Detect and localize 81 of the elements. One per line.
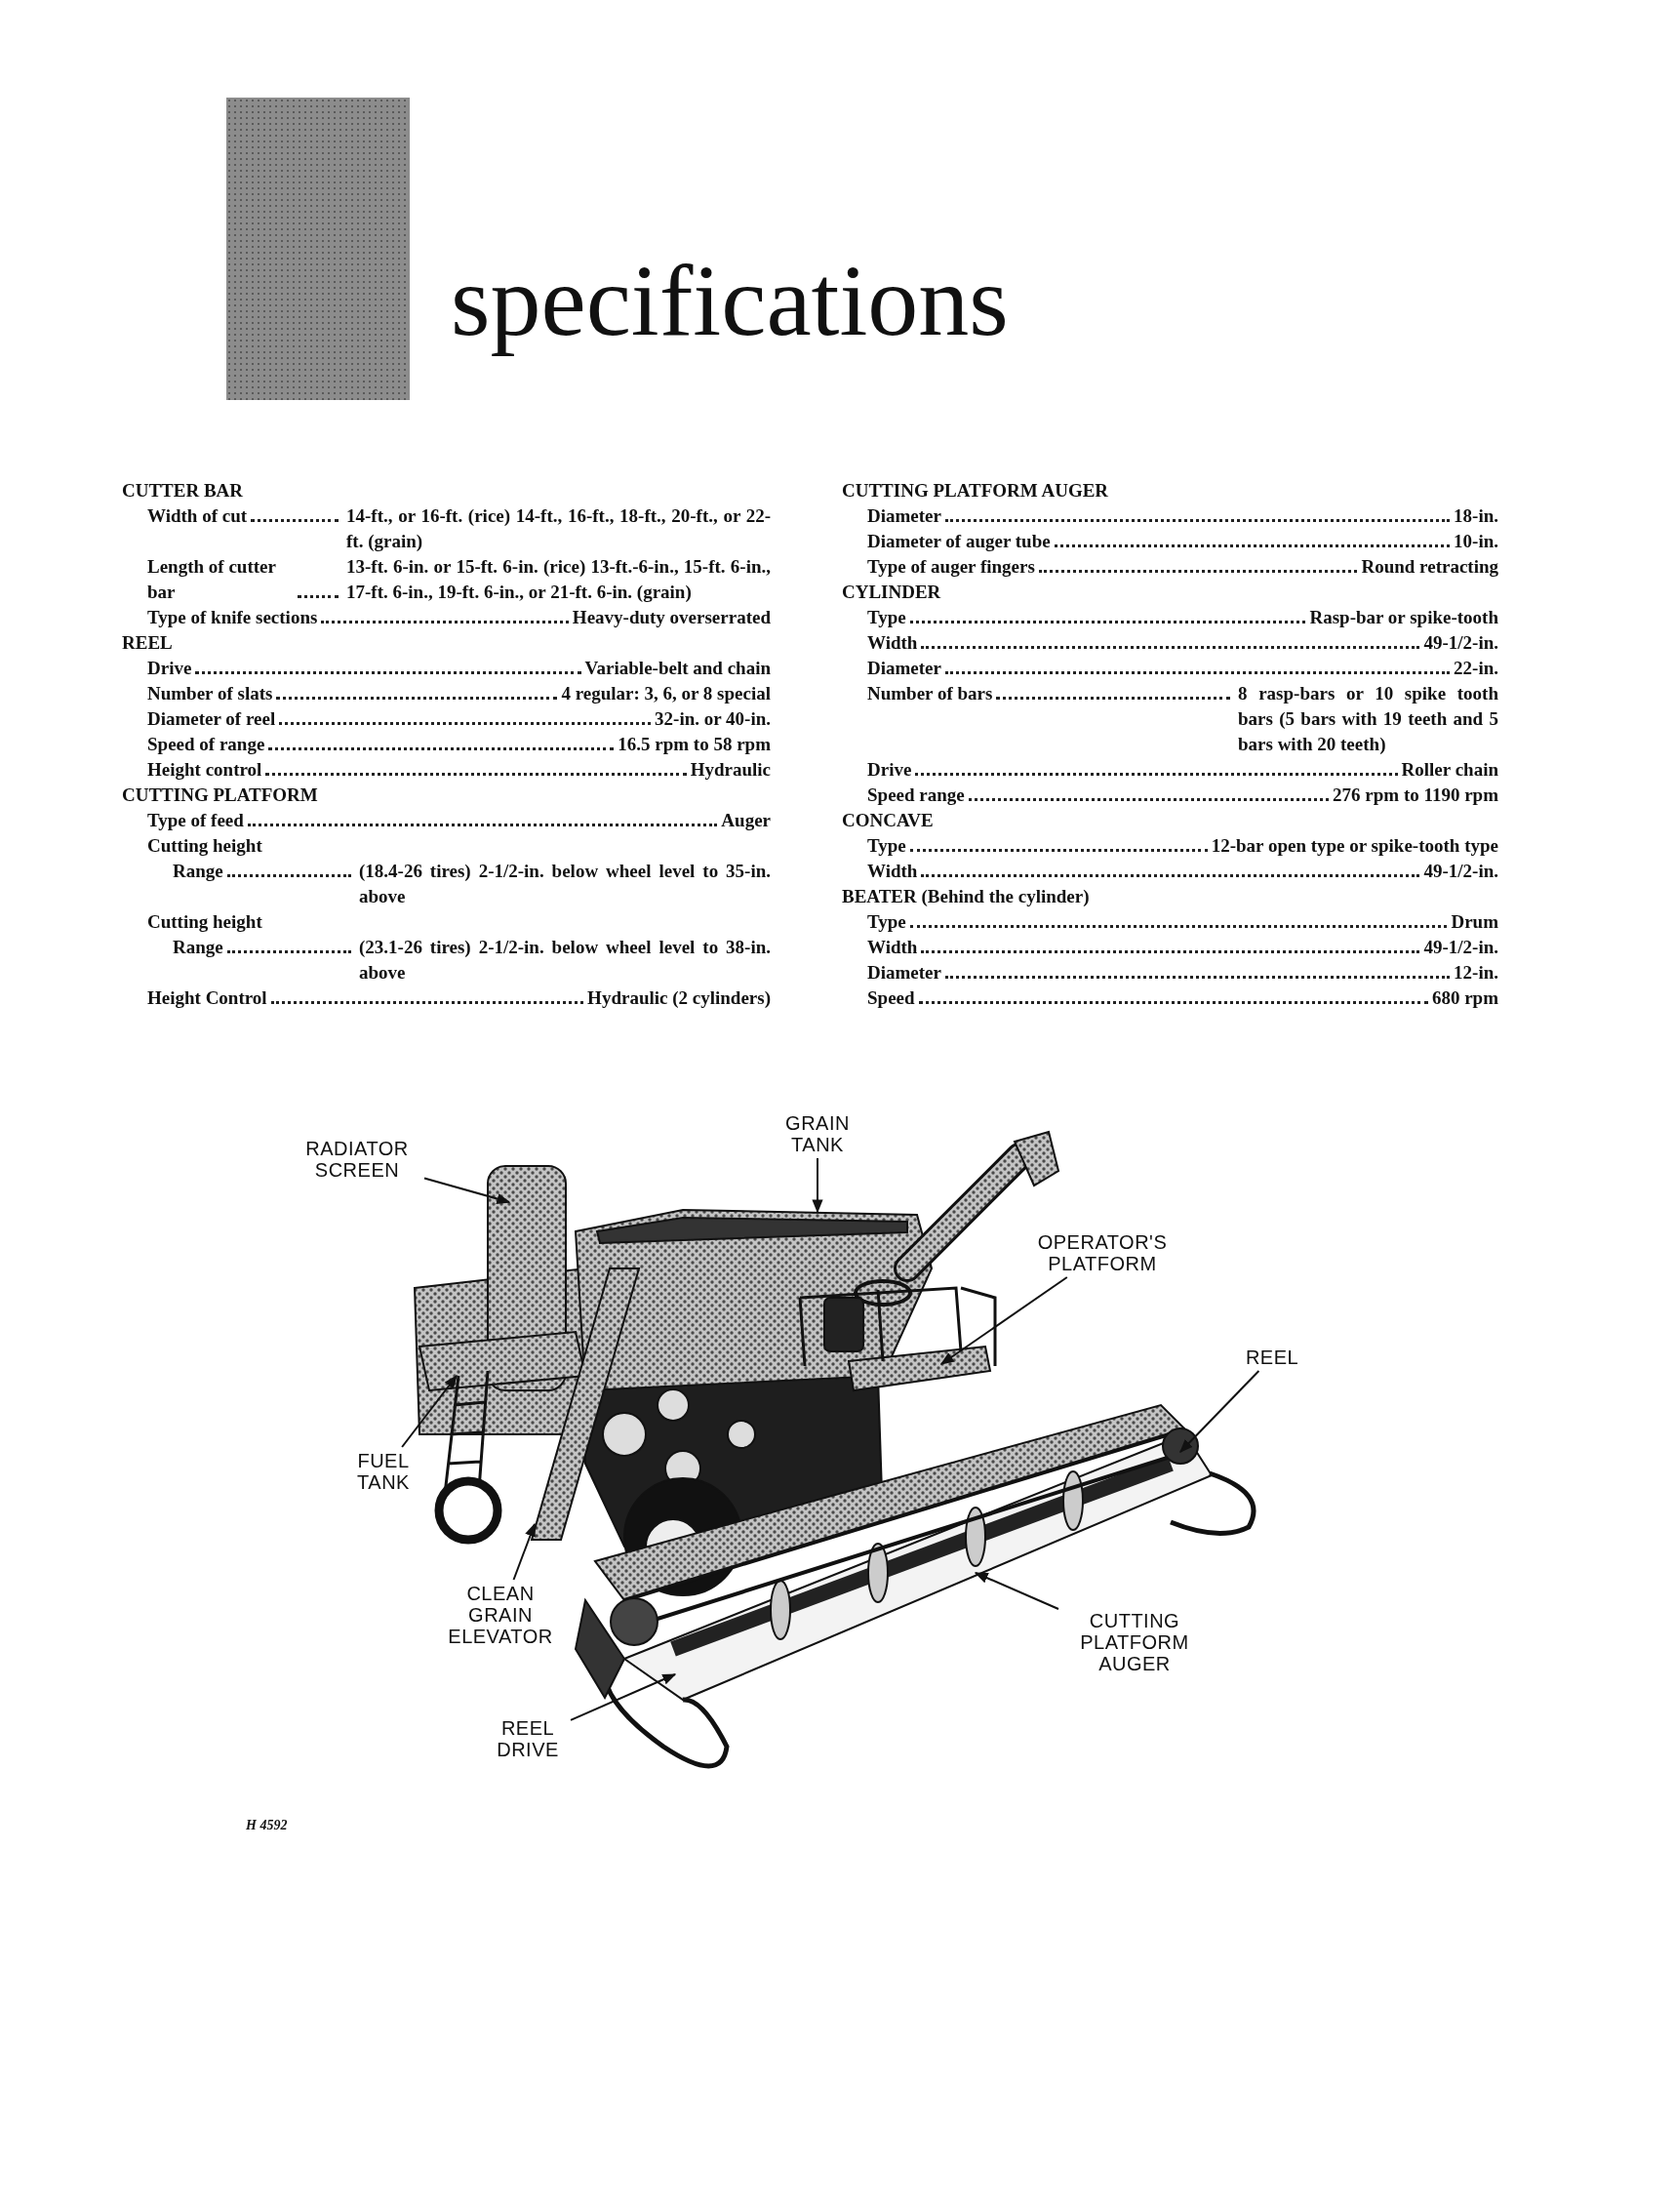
spec-label: Drive <box>867 758 912 782</box>
spec-label: Height control <box>147 758 262 782</box>
spec-heading: CONCAVE <box>842 810 934 830</box>
page-title: specifications <box>451 243 1009 358</box>
spec-label: Type <box>867 910 906 934</box>
spec-label: Type <box>867 606 906 629</box>
spec-value: 22-in. <box>1454 657 1498 680</box>
spec-value: (18.4-26 tires) 2-1/2-in. below wheel level to 35-in. above <box>358 860 771 908</box>
leader-line <box>570 1673 677 1721</box>
spec-label: Width <box>867 631 918 655</box>
spec-label: Diameter of auger tube <box>867 530 1051 553</box>
spec-value: (23.1-26 tires) 2-1/2-in. below wheel level to 38-in. above <box>358 936 771 985</box>
callout-label: RADIATOR SCREEN <box>293 1138 421 1181</box>
callout-label: REEL <box>1237 1347 1307 1368</box>
callout-label: GRAIN TANK <box>776 1112 859 1155</box>
spec-value: 32-in. or 40-in. <box>655 707 771 731</box>
spec-heading: REEL <box>122 632 173 653</box>
spec-heading: CUTTING PLATFORM AUGER <box>842 480 1109 501</box>
spec-value: 12-in. <box>1454 961 1498 985</box>
leader-line <box>939 1276 1068 1365</box>
spec-label: Number of bars <box>867 682 993 705</box>
spec-label: Number of slats <box>147 682 273 705</box>
spec-value: 49-1/2-in. <box>1423 631 1498 655</box>
spec-value: Rasp-bar or spike-tooth <box>1309 606 1498 629</box>
spec-label: Cutting height <box>147 911 262 932</box>
spec-value: Roller chain <box>1401 758 1498 782</box>
spec-label: Drive <box>147 657 192 680</box>
spec-label: Width <box>867 936 918 959</box>
leader-line <box>812 1157 823 1214</box>
spec-label: Type of feed <box>147 809 244 832</box>
spec-value: 49-1/2-in. <box>1423 936 1498 959</box>
callout-label: REEL DRIVE <box>488 1717 568 1760</box>
spec-value: Hydraulic (2 cylinders) <box>587 986 771 1010</box>
callout-label: CLEAN GRAIN ELEVATOR <box>435 1583 566 1647</box>
spec-heading: CYLINDER <box>842 582 941 602</box>
spec-label: Type <box>867 834 906 858</box>
leader-line <box>512 1522 536 1581</box>
spec-label: Speed range <box>867 784 965 807</box>
spec-label: Type of auger fingers <box>867 555 1035 579</box>
spec-label: Range <box>173 936 223 959</box>
spec-value: 16.5 rpm to 58 rpm <box>618 733 771 756</box>
spec-value: Auger <box>721 809 771 832</box>
spec-value: 4 regular: 3, 6, or 8 special <box>561 682 771 705</box>
spec-value: 10-in. <box>1454 530 1498 553</box>
spec-label: Width of cut <box>147 504 248 528</box>
spec-heading: BEATER (Behind the cylinder) <box>842 886 1090 906</box>
leader-line <box>401 1374 458 1448</box>
spec-label: Cutting height <box>147 835 262 856</box>
figure-number: H 4592 <box>246 1817 288 1834</box>
spec-label: Length of cutter bar <box>147 555 277 604</box>
leader-line <box>974 1572 1059 1610</box>
callout-label: CUTTING PLATFORM AUGER <box>1061 1610 1208 1674</box>
spec-value: 18-in. <box>1454 504 1498 528</box>
spec-label: Range <box>173 860 223 883</box>
spec-value: 13-ft. 6-in. or 15-ft. 6-in. (rice) 13-ft.-6-in., 15-ft. 6-in., 17-ft. 6-in., 19-ft. 6-in., or 21-ft. 6-in. (grain) <box>345 555 771 604</box>
spec-heading: CUTTING PLATFORM <box>122 784 318 805</box>
spec-value: 8 rasp-bars or 10 spike tooth bars (5 bars with 19 teeth and 5 bars with 20 teeth) <box>1237 682 1498 756</box>
spec-value: Round retracting <box>1361 555 1498 579</box>
callout-label: FUEL TANK <box>343 1450 423 1493</box>
spec-value: 14-ft., or 16-ft. (rice) 14-ft., 16-ft., 18-ft., 20-ft., or 22-ft. (grain) <box>345 504 771 553</box>
spec-value: Variable-belt and chain <box>584 657 771 680</box>
spec-value: 12-bar open type or spike-tooth type <box>1211 834 1498 858</box>
callout-label: OPERATOR'S PLATFORM <box>1026 1231 1178 1274</box>
leader-line <box>1179 1370 1260 1453</box>
spec-value: 49-1/2-in. <box>1423 860 1498 883</box>
spec-label: Speed <box>867 986 915 1010</box>
spec-value: Hydraulic <box>690 758 771 782</box>
spec-label: Height Control <box>147 986 267 1010</box>
spec-label: Diameter <box>867 657 941 680</box>
spec-value: 276 rpm to 1190 rpm <box>1333 784 1498 807</box>
spec-value: Heavy-duty overserrated <box>572 606 771 629</box>
spec-label: Diameter of reel <box>147 707 276 731</box>
spec-label: Speed of range <box>147 733 265 756</box>
spec-heading: CUTTER BAR <box>122 480 244 501</box>
spec-label: Diameter <box>867 504 941 528</box>
spec-label: Type of knife sections <box>147 606 318 629</box>
spec-value: 680 rpm <box>1431 986 1498 1010</box>
spec-value: Drum <box>1451 910 1498 934</box>
spec-label: Diameter <box>867 961 941 985</box>
leader-line <box>423 1177 511 1204</box>
spec-label: Width <box>867 860 918 883</box>
